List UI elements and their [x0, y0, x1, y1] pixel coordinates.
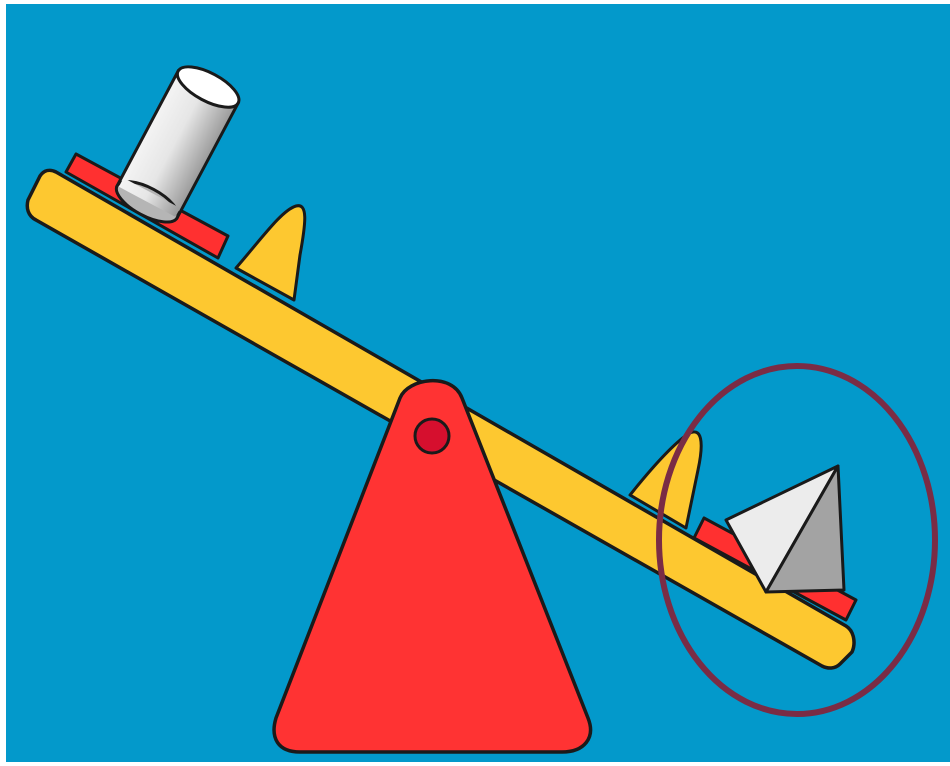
fulcrum	[272, 379, 593, 754]
pyramid-load	[724, 464, 846, 594]
pivot-pin	[413, 417, 451, 455]
cylinder-load	[114, 65, 241, 224]
highlight-ellipse	[656, 363, 938, 717]
left-handle	[234, 204, 307, 302]
